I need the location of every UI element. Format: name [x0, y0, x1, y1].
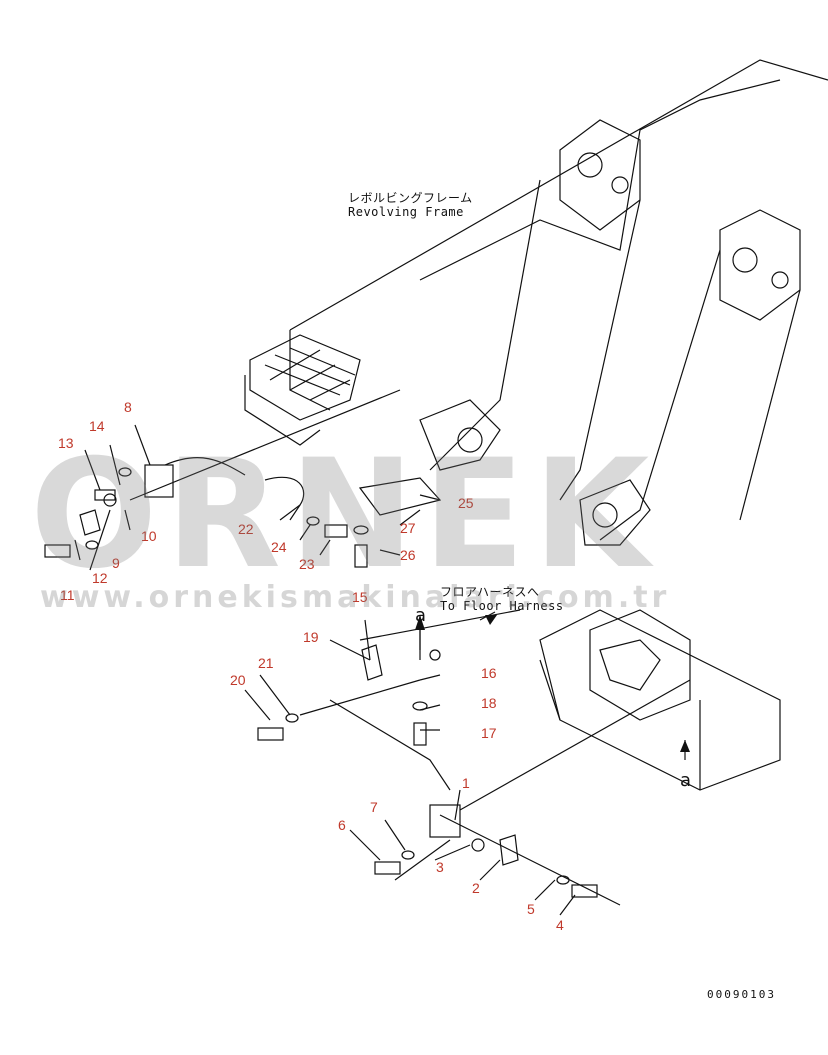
clip-15 [361, 644, 383, 681]
frame-note: レボルビングフレーム Revolving Frame [348, 191, 473, 220]
bolt-20 [257, 727, 284, 741]
harness-line-top [129, 389, 401, 501]
callout-5: 5 [527, 901, 535, 917]
callout-27: 27 [400, 520, 416, 536]
sensor-1 [429, 804, 461, 838]
callout-16: 16 [481, 665, 497, 681]
view-arrow-top [415, 615, 425, 630]
floor-frame [539, 609, 781, 791]
view-mark-a-top: a [415, 605, 427, 626]
bolt-13 [94, 489, 116, 501]
cover-25 [358, 477, 442, 516]
callout-3: 3 [436, 859, 444, 875]
bolt-26 [354, 544, 368, 568]
callout-25: 25 [458, 495, 474, 511]
callout-19: 19 [303, 629, 319, 645]
boom-bracket-right [719, 209, 801, 321]
boom-arm-right [599, 249, 721, 541]
callout-1: 1 [462, 775, 470, 791]
callout-2: 2 [472, 880, 480, 896]
frame-note-en: Revolving Frame [348, 204, 464, 219]
sensor-8 [144, 464, 174, 498]
step-grating [249, 334, 361, 421]
boom-arm-left [429, 179, 541, 471]
callout-14: 14 [89, 418, 105, 434]
bolt-11 [44, 544, 71, 558]
harness-note-en: To Floor Harness [440, 598, 564, 613]
callout-7: 7 [370, 799, 378, 815]
harness-line-mid [359, 609, 521, 641]
harness-note-jp: フロアハーネスへ [440, 585, 540, 599]
callout-24: 24 [271, 539, 287, 555]
callout-15: 15 [352, 589, 368, 605]
frame-note-jp: レボルビングフレーム [348, 191, 473, 205]
callout-8: 8 [124, 399, 132, 415]
callout-22: 22 [238, 521, 254, 537]
harness-arrow [485, 615, 497, 625]
drawing-code: 00090103 [707, 988, 776, 1001]
bolt-6 [374, 861, 401, 875]
callout-13: 13 [58, 435, 74, 451]
callout-6: 6 [338, 817, 346, 833]
callout-20: 20 [230, 672, 246, 688]
view-mark-a-bottom: a [680, 770, 692, 791]
callout-12: 12 [92, 570, 108, 586]
callout-9: 9 [112, 555, 120, 571]
callout-18: 18 [481, 695, 497, 711]
bolt-17 [413, 722, 427, 746]
view-arrow-bottom [680, 740, 690, 752]
harness-note: フロアハーネスへ To Floor Harness [440, 585, 564, 614]
callout-26: 26 [400, 547, 416, 563]
callout-4: 4 [556, 917, 564, 933]
harness-line-bottom [459, 679, 691, 811]
callout-21: 21 [258, 655, 274, 671]
callout-23: 23 [299, 556, 315, 572]
plate-2 [499, 834, 519, 866]
callout-11: 11 [60, 587, 75, 603]
bolt-4 [571, 884, 598, 898]
callout-17: 17 [481, 725, 497, 741]
bolt-23 [324, 524, 348, 538]
callout-10: 10 [141, 528, 157, 544]
frame-top-edge [289, 59, 828, 331]
plate-9 [79, 509, 101, 536]
